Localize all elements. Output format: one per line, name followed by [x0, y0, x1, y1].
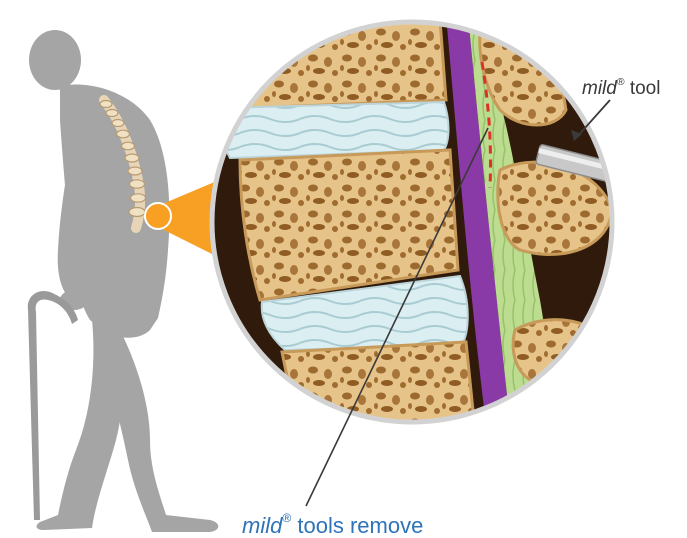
- person-silhouette: [29, 30, 218, 532]
- mild-tool-label: mild® tool: [582, 79, 660, 98]
- magnifier-circle: [200, 10, 630, 440]
- mild-tools-remove-label: mild® tools remove: [242, 515, 423, 537]
